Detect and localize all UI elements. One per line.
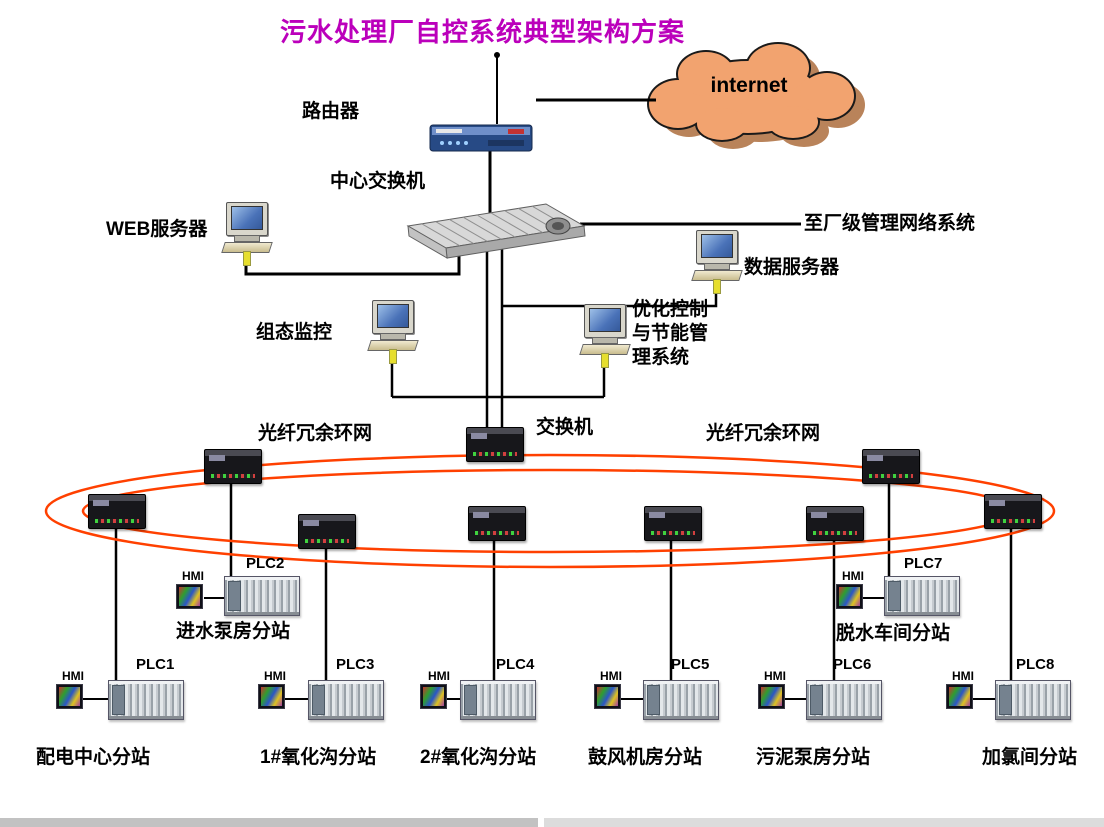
hmi-label: HMI [842, 569, 864, 583]
station-name: 鼓风机房分站 [588, 747, 703, 768]
plc-label: PLC2 [246, 555, 285, 572]
hmi-screen [261, 687, 282, 706]
bottom-bar-left [0, 818, 538, 827]
station-name: 脱水车间分站 [836, 623, 951, 644]
ring-switch-icon [88, 494, 146, 529]
monitor-screen [231, 206, 263, 230]
hmi-icon [946, 684, 973, 709]
router-icon [429, 124, 533, 152]
plc-label: PLC6 [833, 656, 872, 673]
optimize-system-label: 优化控制 与节能管 理系统 [632, 299, 709, 368]
plc-device-icon [224, 576, 300, 616]
hmi-label: HMI [764, 669, 786, 683]
hmi-screen [179, 587, 200, 606]
station-name: 加氯间分站 [982, 747, 1078, 768]
hmi-screen [597, 687, 618, 706]
fiber-ring-label-right: 光纤冗余环网 [706, 423, 821, 444]
plc-device-icon [806, 680, 882, 720]
router-label: 路由器 [302, 101, 360, 122]
plc-device-icon [643, 680, 719, 720]
monitor-icon [226, 202, 268, 236]
station-name: 配电中心分站 [36, 747, 151, 768]
hmi-screen [839, 587, 860, 606]
plc-device-icon [995, 680, 1071, 720]
hmi-icon [758, 684, 785, 709]
monitor-base [234, 235, 260, 242]
monitor-base [592, 337, 618, 344]
ring-switch-icon [468, 506, 526, 541]
switch-label: 交换机 [536, 417, 594, 438]
cloud-body [649, 44, 854, 140]
connection-lines [82, 52, 1013, 700]
web-server-label: WEB服务器 [106, 219, 208, 240]
cable-stub [389, 349, 397, 364]
center-switch-label: 中心交换机 [330, 171, 426, 192]
hmi-icon [420, 684, 447, 709]
optimize-computer-icon [578, 304, 631, 368]
ring-switch-icon [806, 506, 864, 541]
hmi-label: HMI [264, 669, 286, 683]
plant-network-label: 至厂级管理网络系统 [804, 213, 976, 234]
ring-switch-icon [298, 514, 356, 549]
ring-switch-icon [984, 494, 1042, 529]
station-name: 2#氧化沟分站 [420, 747, 537, 768]
monitor-base [380, 333, 406, 340]
plc-label: PLC1 [136, 656, 175, 673]
ring-switch-icon [862, 449, 920, 484]
monitor-screen [701, 234, 733, 258]
cable-stub [601, 353, 609, 368]
hmi-label: HMI [600, 669, 622, 683]
plc-label: PLC5 [671, 656, 710, 673]
station-name: 进水泵房分站 [176, 621, 291, 642]
bottom-bar-right [544, 818, 1104, 827]
web-server-computer-icon [220, 202, 273, 266]
plc-device-icon [308, 680, 384, 720]
internet-cloud-icon [647, 42, 865, 149]
hmi-screen [423, 687, 444, 706]
hmi-screen [761, 687, 782, 706]
plc-device-icon [884, 576, 960, 616]
data-server-computer-icon [690, 230, 743, 294]
ring-switch-icon [204, 449, 262, 484]
hmi-icon [176, 584, 203, 609]
plc-label: PLC3 [336, 656, 375, 673]
monitor-screen [377, 304, 409, 328]
cable-stub [713, 279, 721, 294]
hmi-icon [594, 684, 621, 709]
hmi-screen [59, 687, 80, 706]
scada-computer-icon [366, 300, 419, 364]
hmi-label: HMI [952, 669, 974, 683]
fiber-ring-label-left: 光纤冗余环网 [258, 423, 373, 444]
hmi-label: HMI [62, 669, 84, 683]
monitor-icon [584, 304, 626, 338]
monitor-screen [589, 308, 621, 332]
plc-device-icon [460, 680, 536, 720]
hmi-screen [949, 687, 970, 706]
center-switch-icon [406, 203, 586, 259]
cable-stub [243, 251, 251, 266]
data-server-label: 数据服务器 [744, 257, 840, 278]
monitor-base [704, 263, 730, 270]
diagram-title: 污水处理厂自控系统典型架构方案 [280, 17, 686, 47]
plc-label: PLC7 [904, 555, 943, 572]
hmi-icon [258, 684, 285, 709]
plc-device-icon [108, 680, 184, 720]
ring-switch-icon [644, 506, 702, 541]
internet-label: internet [710, 74, 788, 97]
hmi-icon [56, 684, 83, 709]
scada-label: 组态监控 [256, 322, 333, 343]
monitor-icon [696, 230, 738, 264]
hmi-label: HMI [182, 569, 204, 583]
station-name: 污泥泵房分站 [756, 747, 871, 768]
plc-label: PLC8 [1016, 656, 1055, 673]
station-name: 1#氧化沟分站 [260, 747, 377, 768]
monitor-icon [372, 300, 414, 334]
plc-label: PLC4 [496, 656, 535, 673]
hmi-label: HMI [428, 669, 450, 683]
hmi-icon [836, 584, 863, 609]
central-ring-switch-icon [466, 427, 524, 462]
